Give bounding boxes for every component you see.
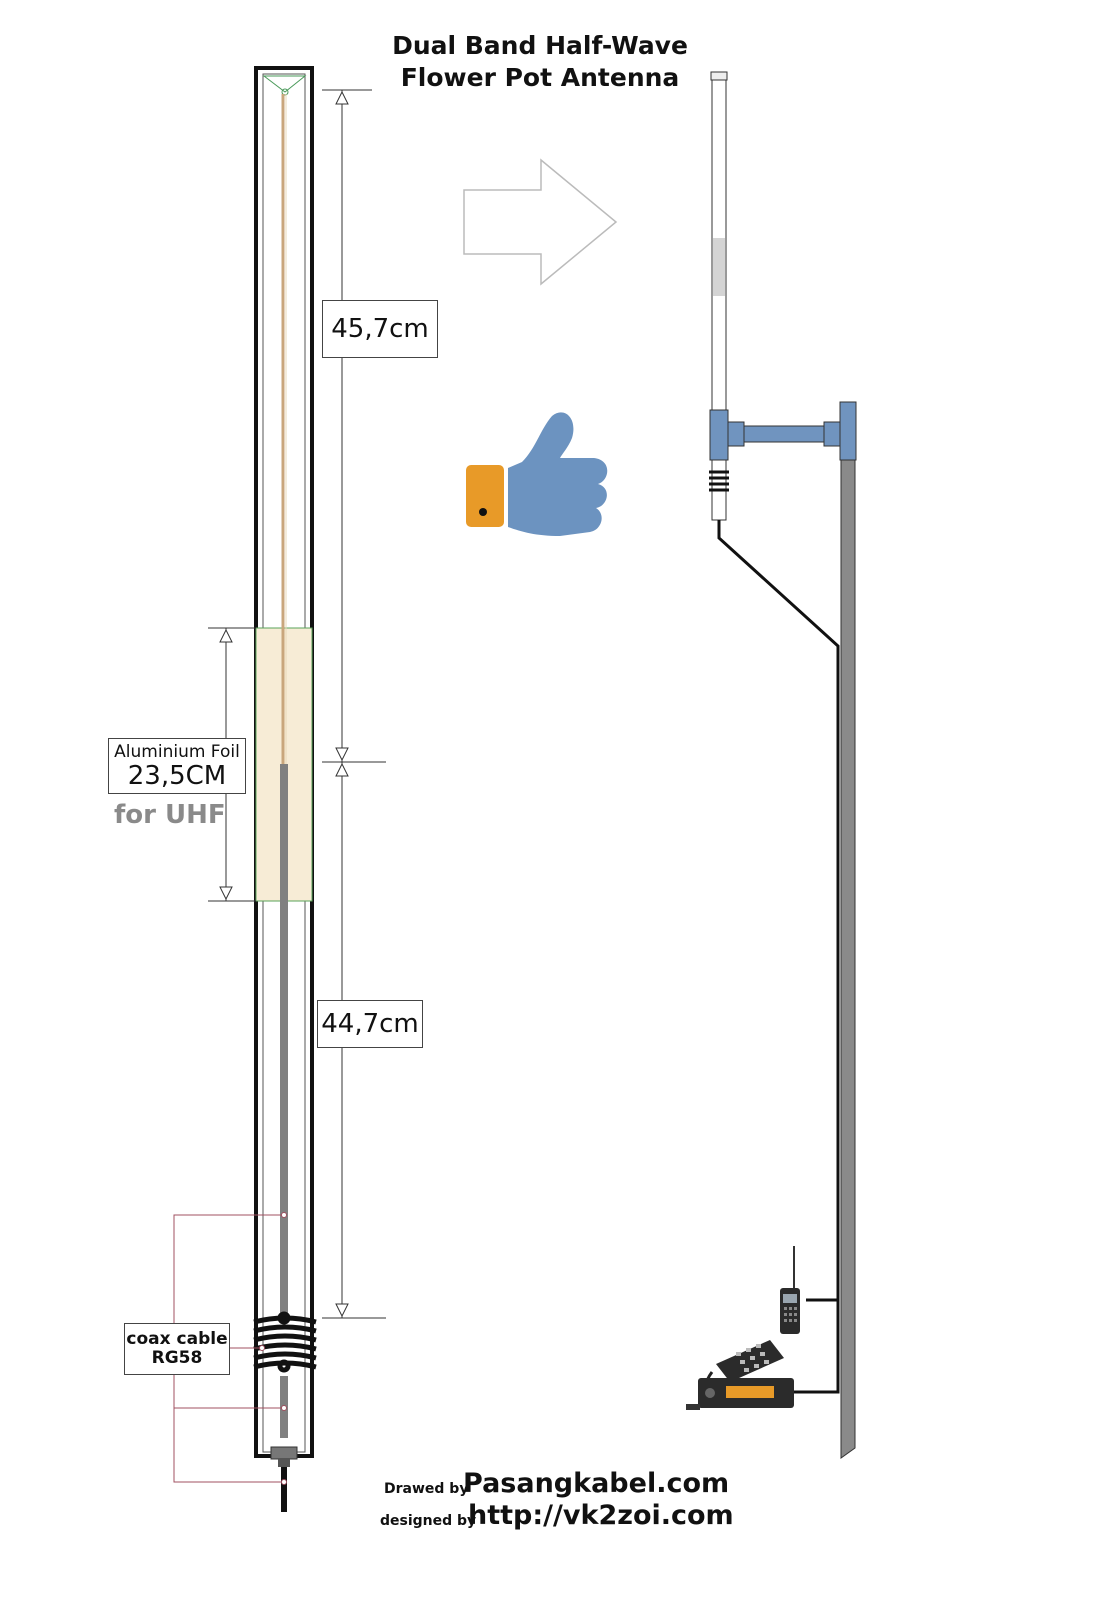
upper-dimension-label: 45,7cm (322, 300, 438, 358)
title-line-2: Flower Pot Antenna (400, 63, 680, 92)
coax-label-line1: coax cable (126, 1329, 228, 1349)
coax-cable-run (717, 520, 840, 1394)
drawed-by-label: Drawed by (384, 1481, 469, 1497)
right-arrow-icon (463, 158, 618, 286)
coax-label-box: coax cable RG58 (124, 1323, 230, 1375)
dimension-lines (322, 89, 386, 1319)
coax-label-line2: RG58 (151, 1348, 203, 1368)
designed-by-label: designed by (380, 1513, 477, 1529)
title-line-1: Dual Band Half-Wave (392, 31, 688, 60)
thumbs-up-icon (466, 412, 608, 536)
coax-section (280, 764, 288, 1314)
mast-pole (839, 401, 857, 1459)
coax-callout-lines (173, 1214, 284, 1483)
foil-length: 23,5CM (127, 761, 227, 791)
choke-coil (253, 1311, 317, 1373)
foil-label-box: Aluminium Foil 23,5CM (108, 738, 246, 794)
mobile-radio-icon (686, 1340, 794, 1410)
mounted-antenna (709, 71, 841, 521)
foil-label: Aluminium Foil (114, 742, 240, 762)
designed-by-site: http://vk2zoi.com (468, 1500, 734, 1531)
handheld-radio-icon (780, 1246, 800, 1334)
drawed-by-site: Pasangkabel.com (463, 1468, 730, 1499)
foil-band-label: for UHF (114, 800, 226, 830)
lower-dimension-label: 44,7cm (317, 1000, 423, 1048)
bottom-connector (270, 1446, 298, 1460)
